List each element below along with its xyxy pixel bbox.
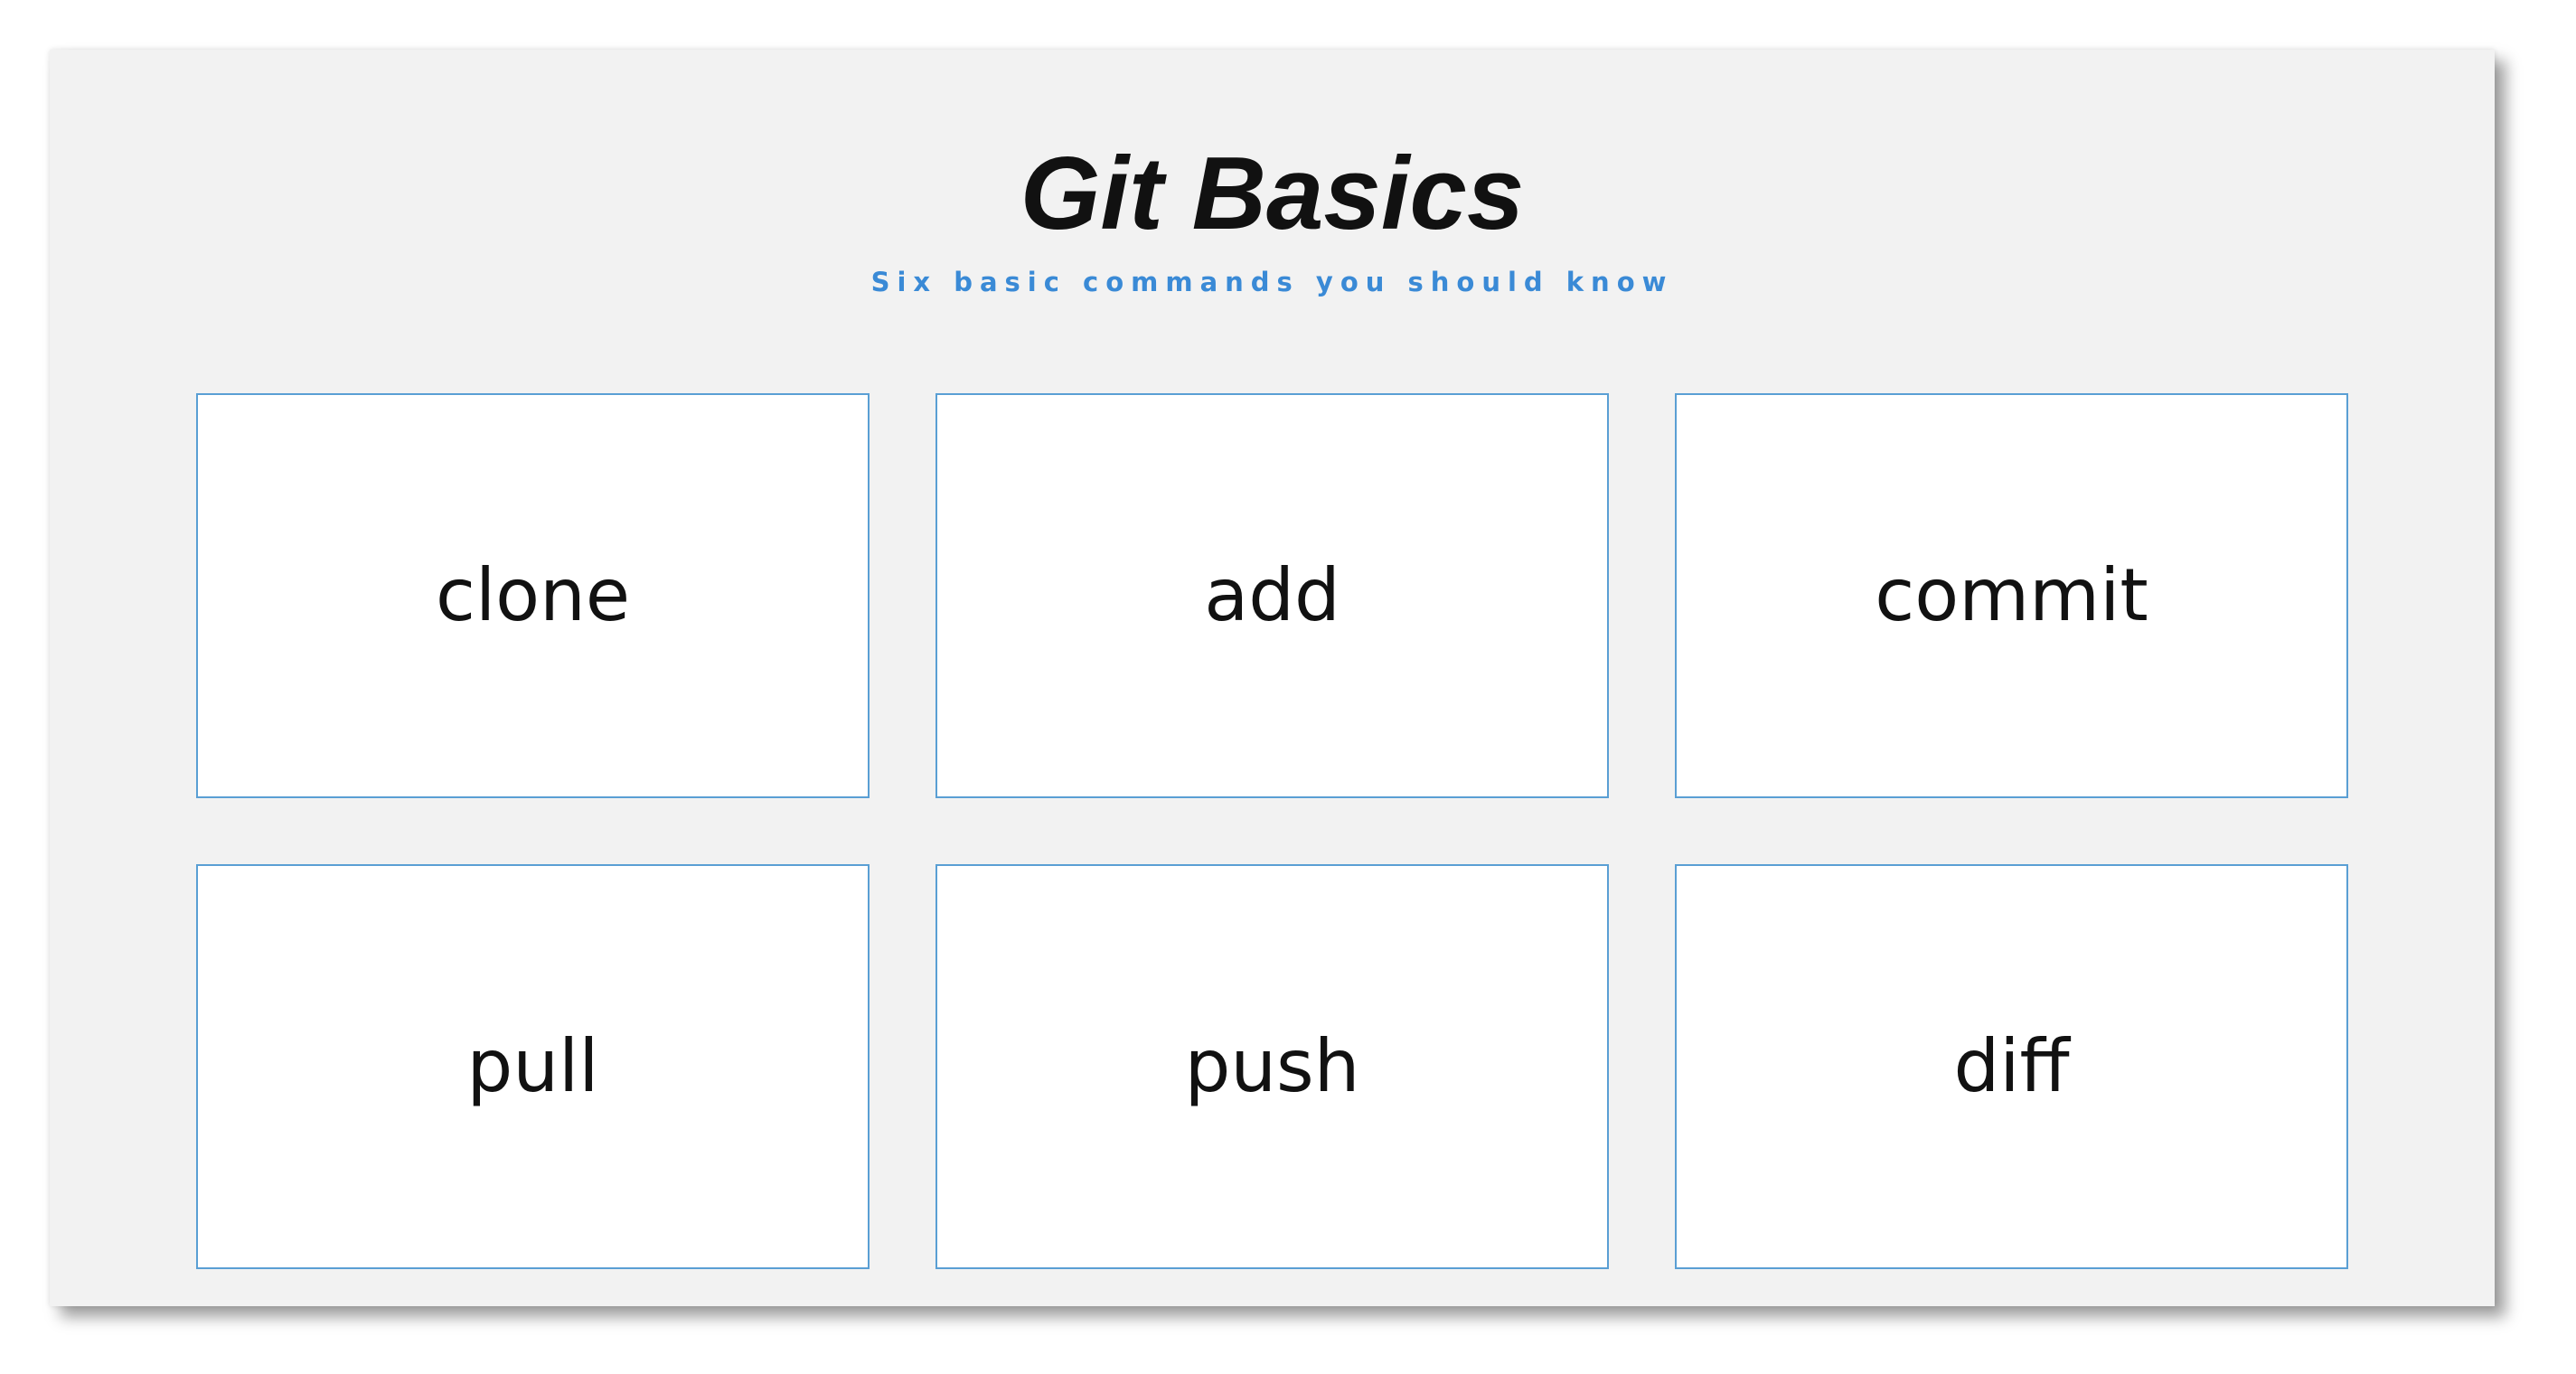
slide: Git Basics Six basic commands you should… [50, 50, 2495, 1306]
command-label: add [1204, 553, 1340, 637]
command-grid: clone add commit pull push diff [196, 393, 2352, 1269]
command-card-commit[interactable]: commit [1675, 393, 2348, 798]
command-card-add[interactable]: add [935, 393, 1609, 798]
page-subtitle: Six basic commands you should know [870, 267, 1674, 297]
command-card-push[interactable]: push [935, 864, 1609, 1269]
command-label: diff [1953, 1024, 2070, 1108]
command-label: push [1184, 1024, 1360, 1108]
command-card-pull[interactable]: pull [196, 864, 870, 1269]
command-label: commit [1875, 553, 2148, 637]
page-title: Git Basics [1020, 136, 1525, 251]
command-card-diff[interactable]: diff [1675, 864, 2348, 1269]
command-card-clone[interactable]: clone [196, 393, 870, 798]
command-label: pull [466, 1024, 599, 1108]
command-label: clone [435, 553, 631, 637]
